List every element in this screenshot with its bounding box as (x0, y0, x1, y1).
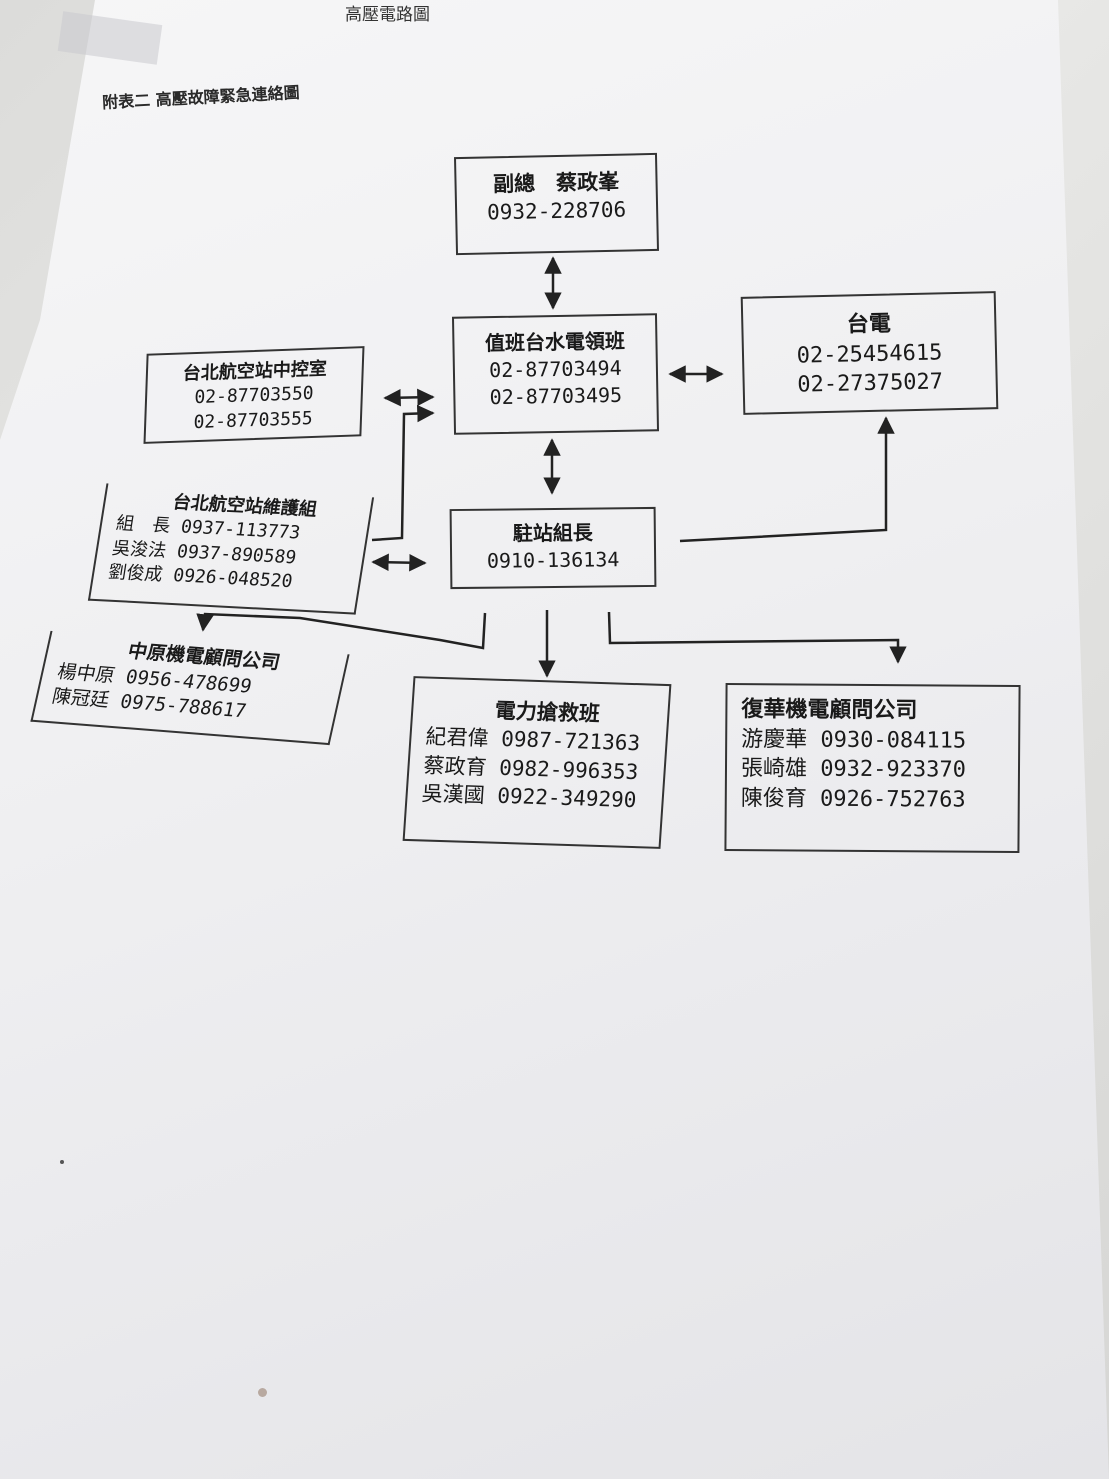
box-duty-team: 值班台水電領班 02-87703494 02-87703495 (451, 313, 660, 435)
box-vice-gm: 副總 蔡政峯 0932-228706 (453, 152, 660, 256)
ink-dot (60, 1160, 64, 1164)
duty-team-phone-1: 02-87703494 (488, 355, 622, 383)
cut-off-top-heading: 高壓電路圖 (345, 5, 430, 25)
ink-dot (258, 1388, 267, 1397)
duty-team-title: 值班台水電領班 (484, 328, 626, 356)
box-taipower: 台電 02-25454615 02-27375027 (740, 291, 999, 415)
station-chief-phone: 0910-136134 (486, 547, 620, 573)
box-rescue-team: 電力搶救班 紀君偉 0987-721363 蔡政育 0982-996353 吳漢… (402, 676, 672, 849)
box-control-room: 台北航空站中控室 02-87703550 02-87703555 (143, 346, 365, 444)
fuhua-contact-1: 游慶華 0930-084115 (741, 726, 967, 754)
box-maintenance: 台北航空站維護組 組 長 0937-113773 吳浚法 0937-890589… (87, 483, 375, 615)
vice-gm-title: 副總 蔡政峯 (492, 168, 620, 197)
vice-gm-phone: 0932-228706 (486, 197, 627, 225)
taipower-phone-2: 02-27375027 (797, 369, 944, 399)
box-fuhua: 復華機電顧問公司 游慶華 0930-084115 張崎雄 0932-923370… (724, 682, 1021, 854)
station-chief-title: 駐站組長 (512, 520, 593, 546)
duty-team-phone-2: 02-87703495 (489, 382, 623, 410)
fuhua-contact-3: 陳俊育 0926-752763 (740, 786, 966, 813)
fuhua-title: 復華機電顧問公司 (741, 696, 918, 724)
box-station-chief: 駐站組長 0910-136134 (449, 506, 657, 590)
fuhua-contact-2: 張崎雄 0932-923370 (740, 756, 967, 784)
